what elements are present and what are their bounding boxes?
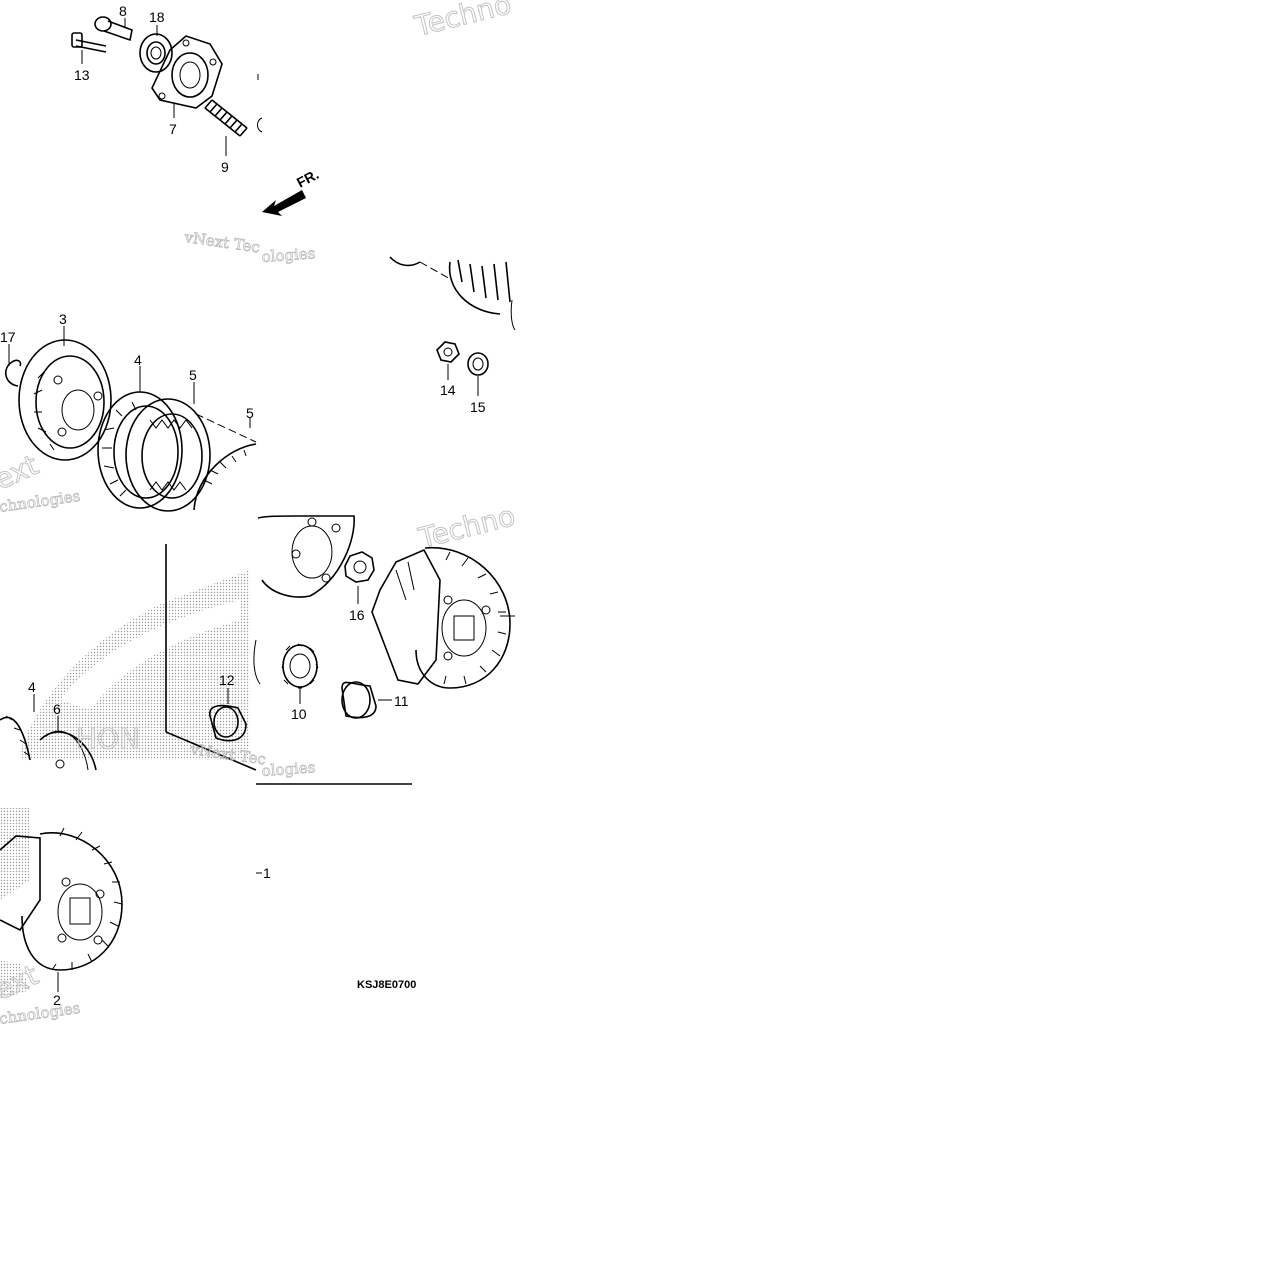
- nut-14-part: [436, 341, 460, 363]
- part-label-5-a: 5: [189, 367, 197, 383]
- washer-15-part: [467, 352, 489, 376]
- friction-disk-4b-part: [0, 715, 31, 761]
- clutch-center-partial: [253, 515, 355, 685]
- part-label-10: 10: [291, 706, 307, 722]
- snap-ring-17-part: [5, 359, 22, 387]
- front-direction-label: FR.: [294, 166, 321, 191]
- part-label-18: 18: [149, 9, 165, 25]
- friction-disk-partial: [193, 443, 257, 511]
- friction-disk-4-part: [97, 391, 183, 509]
- part-label-3: 3: [59, 311, 67, 327]
- diagram-code: KSJ8E0700: [357, 979, 416, 991]
- primary-driven-gear-partial: [371, 547, 515, 689]
- watermark-honda: HON: [76, 722, 140, 755]
- part-number-labels: 8 18 13 7 9 17 3 4 5 5 14 15 16 10 11 12…: [0, 3, 486, 1008]
- part-label-15: 15: [470, 399, 486, 415]
- watermark-ologies-top: ologies: [261, 244, 316, 266]
- watermark-techno-top: Techno: [411, 0, 515, 43]
- part-label-9: 9: [221, 159, 229, 175]
- watermark-vnext-top: vNext Tec: [182, 228, 261, 257]
- lifter-plate-7-part: [151, 35, 223, 109]
- spring-9-part: [204, 99, 248, 137]
- part-label-2: 2: [53, 992, 61, 1008]
- watermark-ext-left: ext: [0, 448, 43, 496]
- collar-11-part: [341, 681, 377, 719]
- bushing-12-part: [209, 704, 247, 742]
- bearing-18-part: [139, 33, 173, 73]
- front-direction-indicator: FR.: [262, 166, 321, 216]
- part-label-13: 13: [74, 67, 90, 83]
- clutch-outer-2-part: [0, 827, 123, 971]
- part-label-7: 7: [169, 121, 177, 137]
- dotted-shadow-lower: [0, 808, 30, 1000]
- watermark-group: Techno vNext Tec ologies ext chnologies …: [0, 0, 519, 1028]
- part-label-8: 8: [119, 3, 127, 19]
- part-label-1: 1: [263, 865, 271, 881]
- lock-washer-16-part: [344, 551, 375, 583]
- part-label-5-b: 5: [246, 405, 254, 421]
- watermark-techno-mid: Techno: [415, 499, 519, 555]
- drive-gear-10-part: [281, 643, 319, 689]
- honda-logo-watermark: [20, 570, 250, 760]
- pin-8-part: [94, 16, 133, 42]
- frame-line-left: [165, 544, 257, 771]
- watermark-ologies-mid: ologies: [261, 758, 316, 780]
- part-label-6: 6: [53, 701, 61, 717]
- watermark-chnologies-bottom: chnologies: [0, 999, 81, 1028]
- part-label-4-bottom: 4: [28, 679, 36, 695]
- part-label-16: 16: [349, 607, 365, 623]
- part-label-14: 14: [440, 382, 456, 398]
- clutch-outer-partial: [389, 256, 516, 331]
- watermark-vnext-mid: vNext Tec: [188, 740, 267, 769]
- judder-spring-6-part: [39, 730, 97, 771]
- part-label-17: 17: [0, 329, 16, 345]
- part-label-11: 11: [394, 693, 409, 709]
- clutch-plate-5-part: [125, 398, 211, 512]
- pressure-plate-3-part: [18, 339, 112, 461]
- part-label-12: 12: [219, 672, 235, 688]
- part-label-4-top: 4: [134, 352, 142, 368]
- bolt-13-part: [71, 32, 107, 53]
